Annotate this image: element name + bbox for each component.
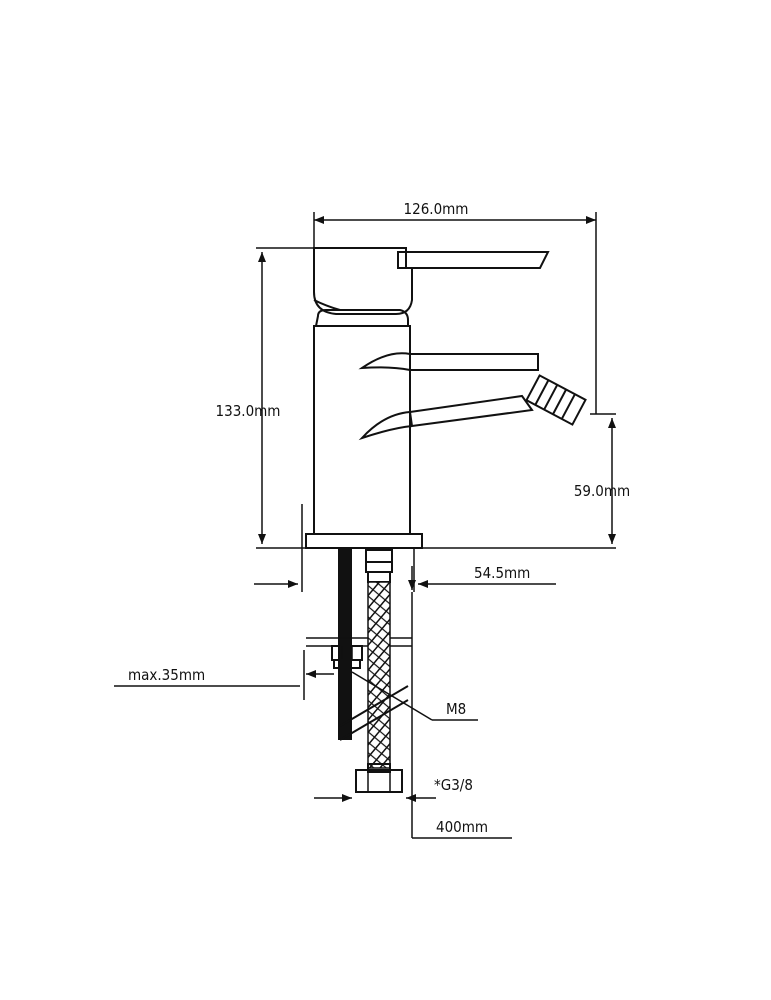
dim-hose-length: 400mm (408, 566, 512, 839)
dim-max-counter-label: max.35mm (128, 666, 205, 684)
dim-rod-thread-label: M8 (446, 700, 466, 718)
dim-height-total-label: 133.0mm (216, 402, 281, 420)
dim-hose-thread: *G3/8 (314, 776, 473, 802)
dim-height-total: 133.0mm (216, 247, 616, 549)
mounting-fittings (306, 548, 412, 793)
dim-spout-height: 59.0mm (574, 413, 630, 544)
dim-rod-thread: M8 (351, 671, 478, 721)
dim-width-top-label: 126.0mm (404, 200, 469, 218)
dim-width-top: 126.0mm (313, 200, 597, 414)
dim-spout-height-label: 59.0mm (574, 482, 630, 500)
faucet-body (305, 247, 587, 549)
dim-hose-thread-label: *G3/8 (434, 776, 473, 794)
dim-hose-length-label: 400mm (436, 818, 488, 836)
dim-base-diameter-label: 54.5mm (474, 564, 530, 582)
dim-max-counter: max.35mm (114, 650, 334, 700)
